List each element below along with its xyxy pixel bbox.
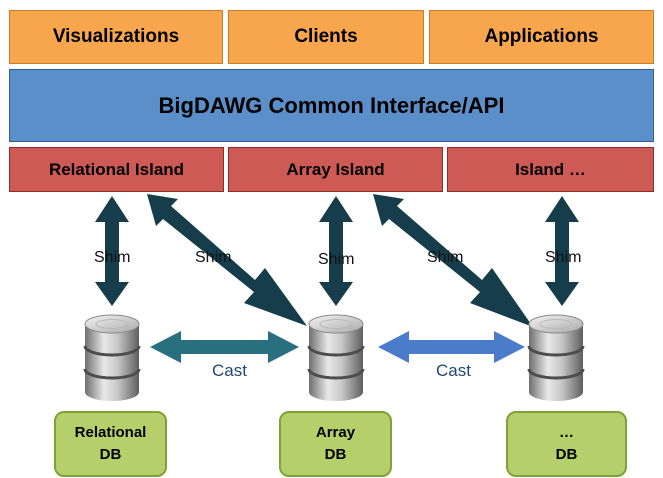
database-array-icon — [307, 313, 365, 403]
array-island-box: Array Island — [228, 147, 443, 192]
array-db-label-line1: Array — [315, 424, 356, 442]
database-relational-icon — [83, 313, 141, 403]
relational-db-label-line1: Relational — [74, 424, 147, 442]
other-db-label-line2: DB — [555, 446, 578, 463]
shim-arrow-other — [545, 196, 579, 306]
other-db-box: … DB — [506, 411, 627, 477]
other-db-label-line1: … — [559, 424, 574, 442]
applications-box: Applications — [429, 10, 654, 64]
relational-db-label-line2: DB — [99, 446, 122, 463]
cast-label-right: Cast — [436, 361, 471, 380]
shim-label-diagonal-left: Shim — [195, 249, 232, 266]
cast-arrow-left — [150, 331, 299, 363]
shim-arrow-relational — [95, 196, 129, 306]
shim-label-relational: Shim — [94, 249, 131, 266]
shim-label-diagonal-right: Shim — [427, 249, 464, 266]
cast-arrow-right — [378, 331, 525, 363]
relational-island-box: Relational Island — [9, 147, 224, 192]
visualizations-box: Visualizations — [9, 10, 223, 64]
relational-db-box: Relational DB — [54, 411, 167, 477]
array-db-box: Array DB — [279, 411, 392, 477]
other-island-box: Island … — [447, 147, 654, 192]
database-other-icon — [527, 313, 585, 403]
clients-box: Clients — [228, 10, 424, 64]
shim-label-array: Shim — [318, 251, 355, 268]
bigdawg-api-box: BigDAWG Common Interface/API — [9, 69, 654, 142]
shim-label-other: Shim — [545, 249, 582, 266]
array-db-label-line2: DB — [324, 446, 347, 463]
cast-label-left: Cast — [212, 361, 247, 380]
shim-arrow-array — [319, 196, 353, 306]
shim-arrow-relational-island-to-array-db — [147, 194, 307, 326]
shim-arrow-array-island-to-other-db — [373, 194, 533, 327]
